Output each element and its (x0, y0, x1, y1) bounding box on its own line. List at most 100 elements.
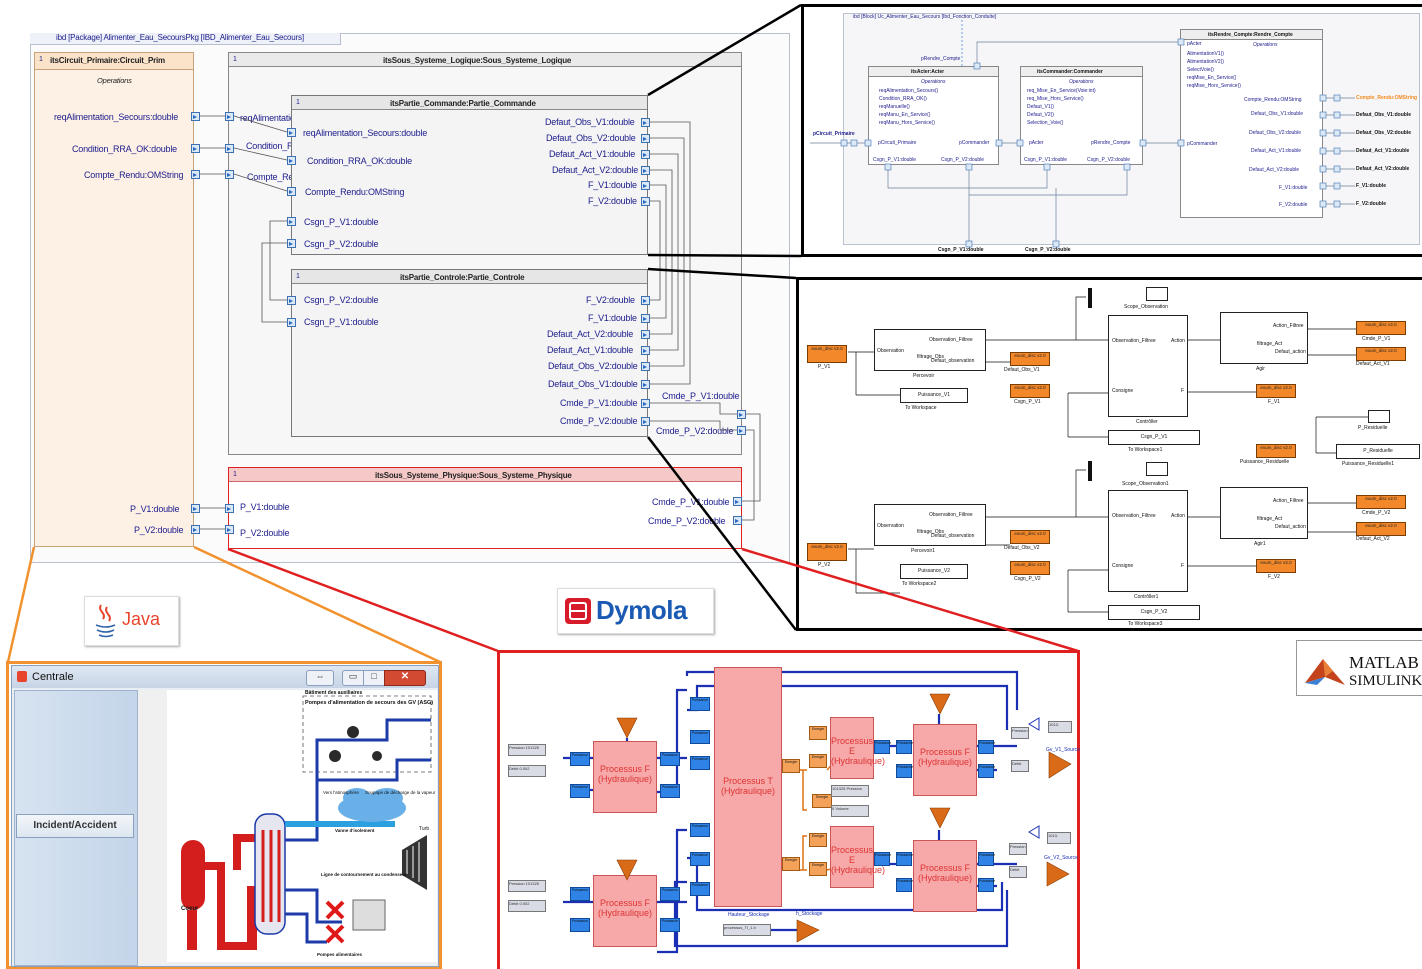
puissance-port[interactable]: Puissance (690, 756, 710, 770)
puissance-port[interactable]: Puissance (896, 740, 913, 754)
close-icon[interactable]: ✕ (384, 670, 426, 686)
scope-block[interactable] (1146, 287, 1168, 301)
puissance-block[interactable]: Puissance_V1 (900, 388, 968, 403)
port-icon[interactable] (287, 217, 296, 226)
port-icon[interactable] (287, 296, 296, 305)
puissance-port[interactable]: Puissance (570, 784, 590, 798)
port-icon[interactable] (641, 197, 650, 206)
volume-param[interactable]: 0 Volume (831, 805, 869, 817)
pressure-source-top[interactable]: Pression 101325 (508, 744, 546, 756)
display-top[interactable]: 1013. (1048, 721, 1072, 733)
puissance-port[interactable]: Puissance (896, 764, 913, 778)
input-block[interactable]: exum_disc v2.0 (807, 345, 847, 363)
puissance-port[interactable]: Puissance (660, 784, 680, 798)
energie-port[interactable]: Energie (809, 833, 827, 847)
port-icon[interactable] (641, 417, 650, 426)
port-icon[interactable] (287, 187, 296, 196)
processus-e-bot[interactable]: Processus E (Hydraulique) (830, 826, 885, 888)
puissance-port[interactable]: Puissance (660, 752, 680, 766)
csgn-block[interactable]: exum_disc v2.0 (1010, 384, 1050, 398)
puissance-port[interactable]: Puissance (690, 823, 710, 837)
incident-accident-button[interactable]: Incident/Accident (16, 814, 134, 838)
port-icon[interactable] (287, 128, 296, 137)
energie-port[interactable]: Energie (809, 862, 827, 876)
port-icon[interactable] (287, 318, 296, 327)
puissance-port[interactable]: Puissance (570, 918, 590, 932)
port-icon[interactable] (191, 144, 200, 153)
puissance-port[interactable]: Puissance (660, 918, 680, 932)
energie-port[interactable]: Energie (812, 794, 832, 808)
f-block[interactable]: exum_disc v2.0 (1256, 384, 1296, 398)
port-icon[interactable] (287, 156, 296, 165)
processus-f-top-right[interactable]: Processus F (Hydraulique) (913, 724, 977, 796)
port-icon[interactable] (287, 239, 296, 248)
port-icon[interactable] (733, 516, 742, 525)
port-icon[interactable] (191, 525, 200, 534)
port-icon[interactable] (225, 112, 234, 121)
defaut-obs-block[interactable]: exum_disc v2.0 (1010, 530, 1050, 544)
controller-block[interactable]: Observation_Filtree Action Consigne F (1108, 315, 1188, 417)
port-icon[interactable] (191, 112, 200, 121)
port-icon[interactable] (641, 399, 650, 408)
defaut-obs-block[interactable]: exum_disc v2.0 (1010, 352, 1050, 366)
puissance-port[interactable]: Puissance (978, 764, 995, 778)
energie-port[interactable]: Energie (782, 857, 800, 871)
port-icon[interactable] (191, 170, 200, 179)
restore-icon[interactable]: ⇔ (306, 670, 334, 686)
port-icon[interactable] (737, 426, 746, 435)
processus-e-top[interactable]: Processus E (Hydraulique) (830, 717, 885, 779)
puissance-port[interactable]: Puissance (874, 852, 891, 866)
port-icon[interactable] (641, 296, 650, 305)
window-titlebar[interactable]: Centrale ⇔ ▭ □ ✕ (12, 666, 438, 688)
partie-commande-block[interactable]: 1 itsPartie_Commande:Partie_Commande (291, 95, 648, 255)
csgn-ws-block[interactable]: Csgn_P_V2 (1108, 605, 1200, 620)
port-icon[interactable] (733, 497, 742, 506)
defaut-act-block[interactable]: exum_disc v2.0 (1356, 522, 1406, 536)
input-block[interactable]: exum_disc v2.0 (807, 543, 847, 561)
circuit-primaire-block[interactable]: 1 itsCircuit_Primaire:Circuit_Prim Opera… (34, 52, 194, 547)
pression-out-bot[interactable]: Pression (1009, 843, 1027, 855)
debit-source-bot[interactable]: Débit 0.002 (508, 900, 546, 912)
port-icon[interactable] (225, 170, 234, 179)
port-icon[interactable] (641, 166, 650, 175)
cmde-block[interactable]: exum_disc v2.0 (1356, 321, 1406, 335)
controller-block[interactable]: Observation_Filtree Action Consigne F (1108, 490, 1188, 592)
stockage-display[interactable]: processus_TI_1.h (723, 924, 771, 936)
port-icon[interactable] (737, 410, 746, 419)
puissance-port[interactable]: Puissance (570, 887, 590, 901)
acter-block[interactable]: itsActer:Acter Operations reqAlimentatio… (868, 66, 999, 165)
puissance-port[interactable]: Puissance (660, 887, 680, 901)
debit-out-bot[interactable]: Débit (1009, 866, 1027, 878)
puissance-port[interactable]: Puissance (978, 878, 995, 892)
port-icon[interactable] (225, 504, 234, 513)
processus-f-bot-right[interactable]: Processus F (Hydraulique) (913, 840, 977, 912)
puissance-port[interactable]: Puissance (978, 852, 995, 866)
commander-block[interactable]: itsCommander:Commander Operations req_Mi… (1020, 66, 1143, 165)
csgn-ws-block[interactable]: Csgn_P_V1 (1108, 430, 1200, 445)
port-icon[interactable] (641, 380, 650, 389)
p-residuelle-ws[interactable]: P_Residuelle (1336, 444, 1420, 459)
csgn-block[interactable]: exum_disc v2.0 (1010, 561, 1050, 575)
port-icon[interactable] (641, 118, 650, 127)
port-icon[interactable] (641, 346, 650, 355)
percevoir-block[interactable]: Observation Observation_Filtree filtrage… (874, 504, 986, 546)
puissance-port[interactable]: Puissance (570, 752, 590, 766)
processus-t[interactable]: Processus T (Hydraulique) (714, 667, 782, 907)
port-icon[interactable] (225, 144, 234, 153)
puissance-block[interactable]: Puissance_V2 (900, 564, 968, 579)
puissance-port[interactable]: Puissance (690, 852, 710, 866)
cmde-block[interactable]: exum_disc v2.0 (1356, 495, 1406, 509)
f-block[interactable]: exum_disc v2.0 (1256, 559, 1296, 573)
port-icon[interactable] (225, 525, 234, 534)
puissance-port[interactable]: Puissance (690, 882, 710, 896)
puissance-port[interactable]: Puissance (690, 730, 710, 744)
energie-port[interactable]: Energie (809, 754, 827, 768)
debit-out-top[interactable]: Débit (1011, 760, 1029, 772)
port-icon[interactable] (191, 504, 200, 513)
maximize-icon[interactable]: □ (363, 670, 385, 686)
energie-port[interactable]: Energie (782, 759, 800, 773)
debit-source-top[interactable]: Débit 0.002 (508, 765, 546, 777)
port-icon[interactable] (641, 181, 650, 190)
port-icon[interactable] (641, 150, 650, 159)
scope-block[interactable] (1146, 462, 1168, 476)
